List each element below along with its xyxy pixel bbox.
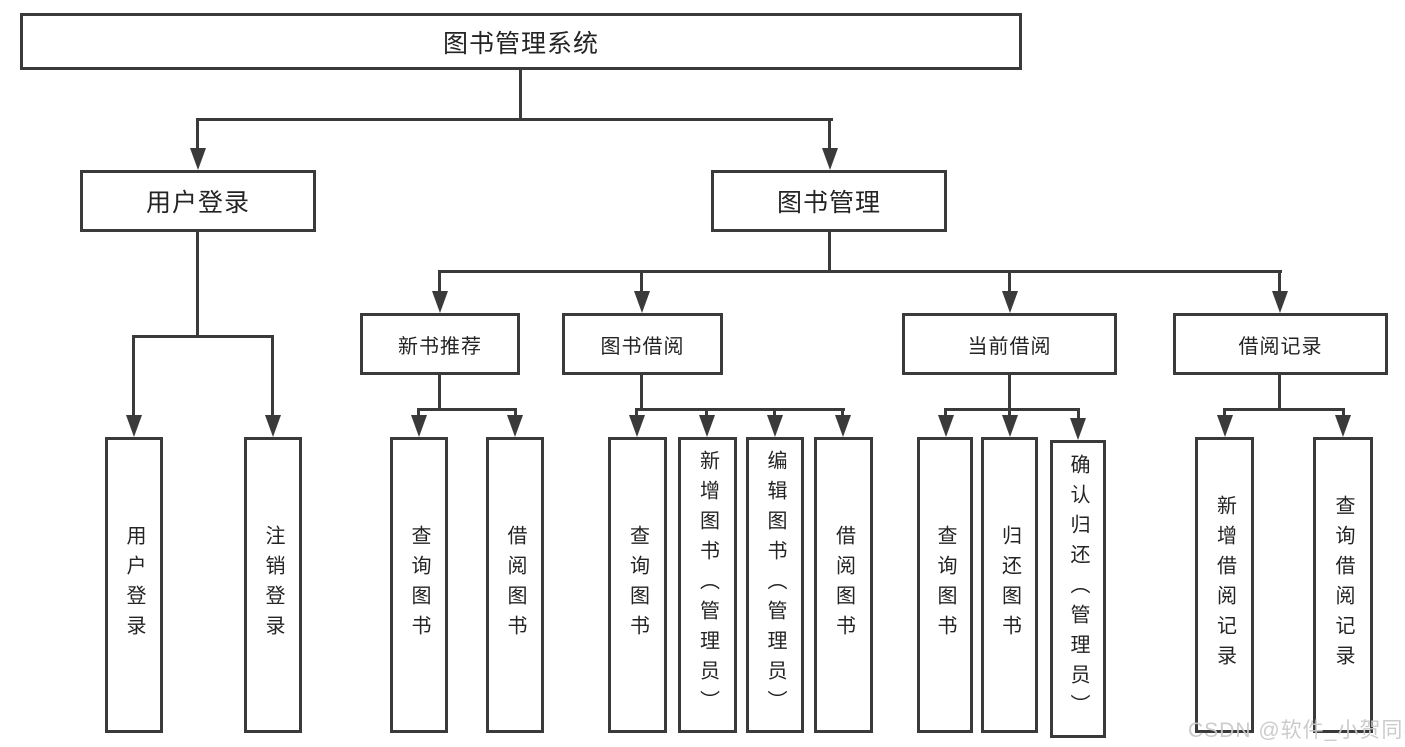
connector-bookmgmt-drop3 [1008,270,1011,292]
node-book-mgmt-label: 图书管理 [776,189,881,217]
connector-newbook-drop1 [417,408,420,418]
node-borrow-record: 借阅记录 [1173,313,1388,375]
leaf-logout: 注销登录 [244,437,302,733]
connector-current-hbar [944,408,1080,411]
leaf-user-login-label: 用户登录 [123,525,145,645]
arrow-to-newbook-borrow [507,415,523,437]
arrow-to-add-record [1217,415,1233,437]
connector-userlogin-trunk [196,232,199,338]
node-book-mgmt: 图书管理 [711,170,947,232]
arrow-to-leaf-user-login [126,415,142,437]
arrow-to-book-mgmt [822,148,838,170]
connector-newbook-hbar [417,408,517,411]
node-root: 图书管理系统 [20,13,1022,70]
node-current-borrow-label: 当前借阅 [967,335,1052,358]
watermark: CSDN @软件_小贺同学 [1188,719,1405,742]
connector-userlogin-drop1 [132,335,135,417]
leaf-add-book-admin: 新增图书（管理员） [678,437,737,733]
node-new-book-rec: 新书推荐 [360,313,520,375]
leaf-return-book: 归还图书 [981,437,1038,733]
arrow-to-borrow-books [835,415,851,437]
node-book-borrow: 图书借阅 [562,313,723,375]
connector-bookmgmt-trunk [828,232,831,272]
leaf-borrow-books-label: 借阅图书 [832,525,855,645]
connector-current-drop2 [1008,408,1011,418]
connector-record-trunk [1278,375,1281,411]
connector-userlogin-hbar [132,335,274,338]
leaf-newbook-borrow-books: 借阅图书 [486,437,544,733]
arrow-to-current-query [938,415,954,437]
node-borrow-record-label: 借阅记录 [1238,335,1323,358]
leaf-add-borrow-record: 新增借阅记录 [1195,437,1254,733]
arrow-to-add-book [699,415,715,437]
leaf-logout-label: 注销登录 [262,525,284,645]
connector-borrow-drop4 [841,408,844,418]
connector-borrow-drop3 [773,408,776,418]
leaf-add-borrow-record-label: 新增借阅记录 [1213,495,1236,675]
arrow-to-borrow-query [629,415,645,437]
arrow-to-newbook-query [411,415,427,437]
arrow-to-new-book-rec [432,291,448,313]
node-current-borrow: 当前借阅 [902,313,1117,375]
leaf-borrow-query-books-label: 查询图书 [626,525,649,645]
leaf-borrow-books: 借阅图书 [814,437,873,733]
connector-borrow-drop2 [705,408,708,418]
leaf-return-book-label: 归还图书 [998,525,1021,645]
leaf-query-borrow-record-label: 查询借阅记录 [1332,495,1354,675]
arrow-to-return-book [1002,415,1018,437]
arrow-to-user-login [190,148,206,170]
leaf-borrow-query-books: 查询图书 [608,437,667,733]
leaf-current-query-books: 查询图书 [917,437,973,733]
node-user-login-label: 用户登录 [145,189,250,217]
connector-bookmgmt-drop1 [438,270,441,292]
node-book-borrow-label: 图书借阅 [600,335,685,358]
arrow-to-borrow-record [1272,291,1288,313]
connector-record-drop2 [1342,408,1345,418]
connector-root-left-drop [196,118,199,150]
connector-record-drop1 [1223,408,1226,418]
connector-record-hbar [1223,408,1345,411]
connector-bookmgmt-drop4 [1278,270,1281,292]
leaf-newbook-borrow-books-label: 借阅图书 [504,525,526,645]
arrow-to-confirm-return [1070,418,1086,440]
connector-root-right-drop [828,118,831,150]
leaf-confirm-return-admin-label: 确认归还（管理员） [1067,454,1089,724]
node-new-book-rec-label: 新书推荐 [398,335,482,358]
connector-newbook-trunk [438,375,441,411]
leaf-query-borrow-record: 查询借阅记录 [1313,437,1373,733]
arrow-to-current-borrow [1002,291,1018,313]
connector-bookmgmt-drop2 [640,270,643,292]
leaf-current-query-books-label: 查询图书 [934,525,956,645]
node-user-login: 用户登录 [80,170,316,232]
leaf-edit-book-admin-label: 编辑图书（管理员） [764,450,786,720]
connector-userlogin-drop2 [271,335,274,417]
arrow-to-leaf-logout [265,415,281,437]
leaf-confirm-return-admin: 确认归还（管理员） [1050,440,1106,738]
arrow-to-edit-book [767,415,783,437]
arrow-to-book-borrow [634,291,650,313]
connector-root-trunk [519,70,522,118]
leaf-newbook-query-books-label: 查询图书 [408,525,430,645]
arrow-to-query-record [1335,415,1351,437]
leaf-newbook-query-books: 查询图书 [390,437,448,733]
connector-current-trunk [1008,375,1011,411]
connector-bookmgmt-hbar [438,270,1282,273]
leaf-edit-book-admin: 编辑图书（管理员） [746,437,804,733]
connector-current-drop1 [944,408,947,418]
connector-borrow-drop1 [635,408,638,418]
connector-root-hbar [196,118,833,121]
connector-newbook-drop2 [514,408,517,418]
connector-current-drop3 [1077,408,1080,420]
leaf-add-book-admin-label: 新增图书（管理员） [696,450,719,720]
leaf-user-login: 用户登录 [105,437,163,733]
connector-borrow-trunk [640,375,643,411]
connector-borrow-hbar [635,408,845,411]
node-root-label: 图书管理系统 [442,29,599,58]
